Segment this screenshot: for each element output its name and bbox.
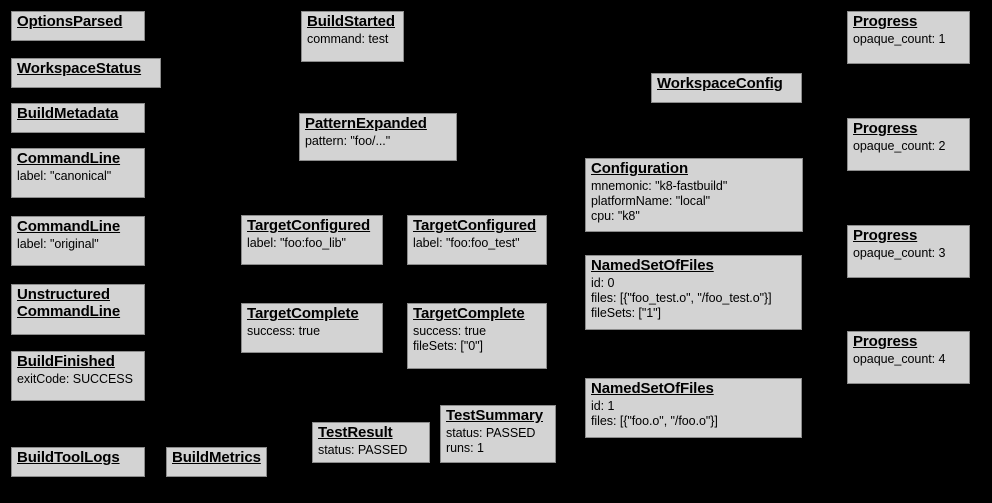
node-field: cpu: "k8" <box>591 209 640 224</box>
node-field: mnemonic: "k8-fastbuild" <box>591 178 728 193</box>
node-title: BuildMetadata <box>17 105 119 122</box>
node-build-tool-logs[interactable]: BuildToolLogs <box>11 447 145 477</box>
node-field: files: [{"foo_test.o", "/foo_test.o"}] <box>591 290 772 305</box>
node-title: NamedSetOfFiles <box>591 257 714 274</box>
node-title: NamedSetOfFiles <box>591 380 714 397</box>
node-fields: mnemonic: "k8-fastbuild"platformName: "l… <box>591 179 797 224</box>
node-field: status: PASSED <box>446 425 536 440</box>
node-fields: opaque_count: 1 <box>853 32 964 47</box>
node-title: BuildToolLogs <box>17 449 120 466</box>
node-fields: pattern: "foo/..." <box>305 134 451 149</box>
node-unstructured-command-line[interactable]: Unstructured CommandLine <box>11 284 145 335</box>
node-field: pattern: "foo/..." <box>305 133 391 148</box>
node-workspace-status[interactable]: WorkspaceStatus <box>11 58 161 88</box>
node-title: WorkspaceStatus <box>17 60 142 77</box>
node-field: files: [{"foo.o", "/foo.o"}] <box>591 413 718 428</box>
node-title: BuildFinished <box>17 353 115 370</box>
node-title: Progress <box>853 13 918 30</box>
node-field: opaque_count: 3 <box>853 245 946 260</box>
node-field: label: "original" <box>17 236 99 251</box>
node-fields: status: PASSED <box>318 443 424 458</box>
node-title: Progress <box>853 227 918 244</box>
node-fields: label: "foo:foo_lib" <box>247 236 377 251</box>
node-field: label: "canonical" <box>17 168 112 183</box>
node-field: opaque_count: 4 <box>853 351 946 366</box>
node-title: TestSummary <box>446 407 543 424</box>
node-field: opaque_count: 1 <box>853 31 946 46</box>
node-field: platformName: "local" <box>591 193 710 208</box>
node-fields: success: true <box>247 324 377 339</box>
node-title: TargetConfigured <box>247 217 371 234</box>
node-fields: opaque_count: 2 <box>853 139 964 154</box>
node-field: label: "foo:foo_lib" <box>247 235 346 250</box>
node-options-parsed[interactable]: OptionsParsed <box>11 11 145 41</box>
node-field: success: true <box>247 323 320 338</box>
node-title: WorkspaceConfig <box>657 75 783 92</box>
node-field: fileSets: ["0"] <box>413 338 483 353</box>
node-field: status: PASSED <box>318 442 408 457</box>
node-fields: opaque_count: 3 <box>853 246 964 261</box>
node-field: id: 0 <box>591 275 615 290</box>
node-title: PatternExpanded <box>305 115 427 132</box>
node-field: success: true <box>413 323 486 338</box>
node-field: opaque_count: 2 <box>853 138 946 153</box>
node-fields: command: test <box>307 32 398 47</box>
node-fields: label: "original" <box>17 237 139 252</box>
node-title: CommandLine <box>17 218 121 235</box>
node-field: runs: 1 <box>446 440 484 455</box>
node-title: TargetComplete <box>247 305 359 322</box>
node-field: label: "foo:foo_test" <box>413 235 520 250</box>
node-title: Progress <box>853 333 918 350</box>
node-title: BuildMetrics <box>172 449 261 466</box>
node-field: exitCode: SUCCESS <box>17 371 133 386</box>
node-title: TargetConfigured <box>413 217 537 234</box>
node-title: Unstructured CommandLine <box>17 286 121 320</box>
node-fields: label: "foo:foo_test" <box>413 236 541 251</box>
node-title: TargetComplete <box>413 305 525 322</box>
node-fields: opaque_count: 4 <box>853 352 964 367</box>
node-title: TestResult <box>318 424 393 441</box>
node-build-metrics[interactable]: BuildMetrics <box>166 447 267 477</box>
node-fields: label: "canonical" <box>17 169 139 184</box>
node-title: BuildStarted <box>307 13 395 30</box>
node-title: Configuration <box>591 160 689 177</box>
node-field: id: 1 <box>591 398 615 413</box>
node-field: fileSets: ["1"] <box>591 306 661 321</box>
node-title: CommandLine <box>17 150 121 167</box>
node-title: Progress <box>853 120 918 137</box>
node-build-metadata[interactable]: BuildMetadata <box>11 103 145 133</box>
node-field: command: test <box>307 31 389 46</box>
node-fields: exitCode: SUCCESS <box>17 372 139 387</box>
node-workspace-config[interactable]: WorkspaceConfig <box>651 73 802 103</box>
node-title: OptionsParsed <box>17 13 123 30</box>
